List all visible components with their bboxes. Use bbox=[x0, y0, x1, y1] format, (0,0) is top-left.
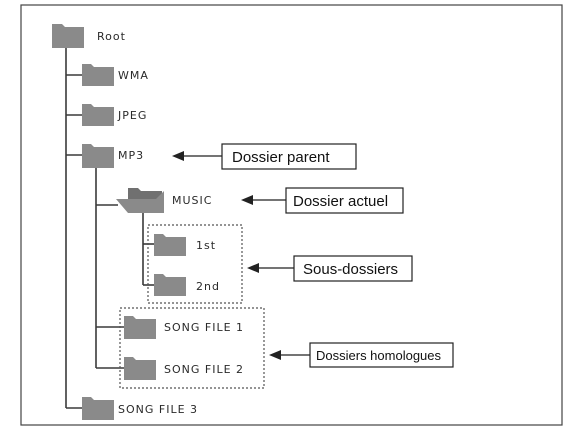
tree-connectors bbox=[65, 48, 156, 409]
folder-first[interactable]: 1st bbox=[154, 234, 216, 256]
node-label-first: 1st bbox=[196, 239, 216, 252]
folder-mp3[interactable]: MP3 bbox=[82, 144, 144, 168]
folder-icon bbox=[82, 397, 114, 420]
callout-label-parent-folder: Dossier parent bbox=[232, 149, 330, 166]
folder-wma[interactable]: WMA bbox=[82, 64, 149, 86]
folder-icon bbox=[154, 274, 186, 296]
arrow-left-icon bbox=[247, 263, 259, 273]
callout-box bbox=[221, 143, 357, 170]
folder-jpeg[interactable]: JPEG bbox=[82, 104, 147, 126]
subfolders-group-box bbox=[147, 224, 243, 304]
node-label-jpeg: JPEG bbox=[117, 109, 147, 122]
callout-parent-folder: Dossier parent bbox=[172, 143, 357, 170]
node-label-mp3: MP3 bbox=[118, 149, 144, 162]
folder-icon bbox=[82, 64, 114, 86]
folder-icon bbox=[82, 104, 114, 126]
folder-root[interactable]: Root bbox=[52, 24, 126, 48]
arrow-left-icon bbox=[172, 151, 184, 161]
folder-second[interactable]: 2nd bbox=[154, 274, 220, 296]
open-folder-front-icon bbox=[116, 191, 164, 213]
folder-icon bbox=[124, 357, 156, 380]
folder-icon bbox=[82, 144, 114, 168]
folder-song-file-1[interactable]: SONG FILE 1 bbox=[124, 316, 244, 339]
node-label-song-file-1: SONG FILE 1 bbox=[164, 321, 244, 334]
node-label-song-file-2: SONG FILE 2 bbox=[164, 363, 244, 376]
folder-song-file-2[interactable]: SONG FILE 2 bbox=[124, 357, 244, 380]
folder-icon bbox=[52, 24, 84, 48]
node-label-second: 2nd bbox=[196, 280, 220, 293]
callout-box bbox=[309, 342, 454, 368]
node-label-song-file-3: SONG FILE 3 bbox=[118, 403, 198, 416]
callout-subfolders: Sous-dossiers bbox=[247, 255, 413, 282]
node-label-root: Root bbox=[97, 30, 126, 43]
node-label-music: MUSIC bbox=[172, 194, 212, 207]
folder-icon bbox=[124, 316, 156, 339]
callout-box bbox=[285, 187, 404, 214]
callout-box bbox=[293, 255, 413, 282]
node-label-wma: WMA bbox=[118, 69, 149, 82]
callout-sibling-folders: Dossiers homologues bbox=[269, 342, 454, 368]
folder-music[interactable]: MUSIC bbox=[116, 188, 212, 213]
callout-label-subfolders: Sous-dossiers bbox=[303, 261, 398, 278]
folder-song-file-3[interactable]: SONG FILE 3 bbox=[82, 397, 198, 420]
callout-current-folder: Dossier actuel bbox=[241, 187, 404, 214]
arrow-left-icon bbox=[269, 350, 281, 360]
sibling-folders-group-box bbox=[119, 307, 265, 389]
arrow-left-icon bbox=[241, 195, 253, 205]
folder-icon bbox=[154, 234, 186, 256]
callout-label-current-folder: Dossier actuel bbox=[293, 193, 388, 210]
callout-label-sibling-folders: Dossiers homologues bbox=[316, 348, 442, 363]
